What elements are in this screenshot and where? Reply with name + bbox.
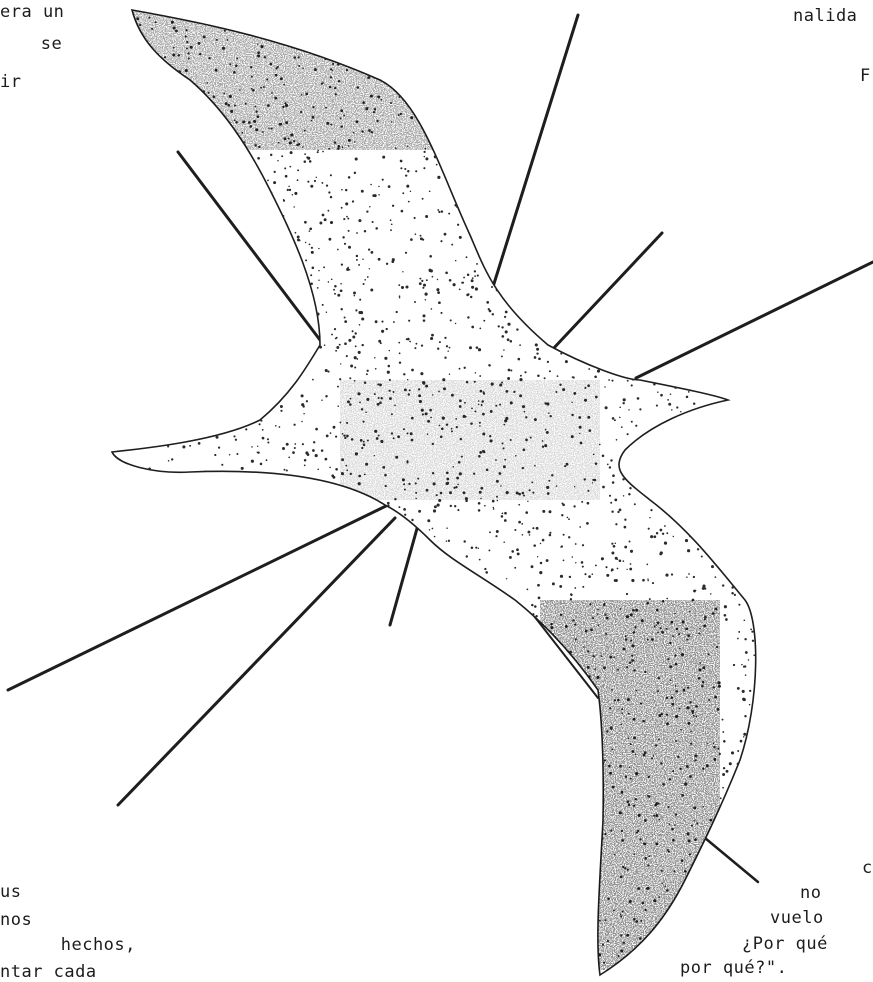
text-fragment-top-left-1: era un [0,2,64,22]
text-fragment-bottom-right-4: ¿Por qué [742,934,828,954]
text-fragment-bottom-left-4: ntar cada [0,962,97,982]
bird-silhouette [112,10,756,975]
pointer-line-center [390,525,418,625]
text-fragment-bottom-right-5: por qué?". [680,958,787,978]
pointer-line-upper-right [552,233,662,350]
text-fragment-bottom-left-2: nos [0,910,32,930]
pointer-line-top [492,15,578,290]
text-fragment-bottom-right-3: vuelo [770,908,824,928]
text-fragment-bottom-left-3: hechos, [50,935,136,955]
pointer-line-left [8,505,388,690]
pointer-line-right [636,262,873,378]
text-fragment-bottom-right-2: no [800,883,821,903]
text-fragment-bottom-left-1: us [0,882,21,902]
text-fragment-top-left-2: se [30,34,62,54]
pointer-line-lower-right [705,838,758,882]
text-fragment-top-left-3: ir [0,72,21,92]
pointer-line-lower-left [118,518,395,805]
text-fragment-top-right-2: F [860,66,871,86]
text-fragment-bottom-right-1: c [862,858,873,878]
text-fragment-top-right-1: nalida [793,6,857,26]
